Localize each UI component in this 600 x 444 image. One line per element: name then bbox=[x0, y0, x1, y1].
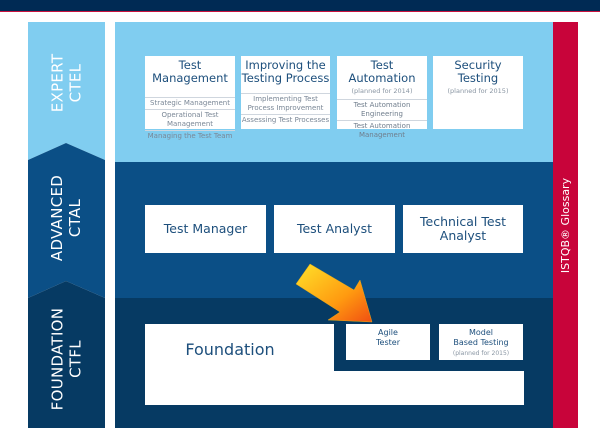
expert-module-security-testing[interactable]: Security Testing (planned for 2015) bbox=[433, 56, 523, 129]
module-title-line1: Model bbox=[468, 328, 494, 337]
expert-module-test-automation[interactable]: Test Automation (planned for 2014) Test … bbox=[337, 56, 427, 139]
foundation-core-title: Foundation bbox=[185, 340, 275, 359]
expert-module-test-management[interactable]: Test Management Strategic Management Ope… bbox=[145, 56, 235, 140]
expert-band bbox=[28, 22, 105, 160]
advanced-module-test-analyst[interactable]: Test Analyst bbox=[274, 205, 395, 253]
module-title: Test Analyst bbox=[296, 221, 372, 236]
module-title: Test Management bbox=[152, 58, 228, 85]
module-sub: Assessing Test Processes bbox=[241, 114, 330, 124]
advanced-module-test-manager[interactable]: Test Manager bbox=[145, 205, 266, 253]
module-title-line2: Based Testing bbox=[453, 338, 509, 347]
module-sub: Test Automation Engineering bbox=[337, 99, 427, 120]
level-expert-code: CTEL bbox=[66, 63, 85, 102]
module-sub: Implementing Test Process Improvement bbox=[241, 93, 330, 114]
module-title: Test Automation bbox=[348, 58, 416, 85]
module-title: Test Manager bbox=[163, 221, 248, 236]
module-title: Security Testing bbox=[454, 58, 502, 85]
module-sub: Managing the Test Team bbox=[145, 130, 235, 142]
level-column bbox=[28, 22, 105, 428]
foundation-core-shape[interactable] bbox=[145, 324, 524, 405]
level-advanced-name: ADVANCED bbox=[48, 174, 67, 261]
highlight-arrow-icon bbox=[295, 263, 373, 323]
advanced-band bbox=[28, 143, 105, 298]
level-advanced-code: CTAL bbox=[66, 198, 85, 237]
module-sub: Operational Test Management bbox=[145, 109, 235, 130]
module-title-line2: Tester bbox=[376, 338, 400, 347]
level-foundation-code: CTFL bbox=[66, 340, 85, 378]
module-title-line1: Agile bbox=[378, 328, 398, 337]
module-planned: (planned for 2015) bbox=[447, 87, 509, 95]
top-bar bbox=[0, 0, 600, 12]
glossary-label: ISTQB® Glossary bbox=[559, 177, 573, 273]
level-expert-name: EXPERT bbox=[48, 53, 67, 112]
module-planned: (planned for 2015) bbox=[452, 350, 510, 357]
module-sub: Strategic Management bbox=[145, 97, 235, 109]
foundation-module-agile-tester[interactable]: Agile Tester bbox=[346, 324, 430, 360]
glossary-bar[interactable]: ISTQB® Glossary bbox=[553, 22, 578, 428]
foundation-module-model-based-testing[interactable]: Model Based Testing (planned for 2015) bbox=[439, 324, 523, 360]
module-title: Improving the Testing Process bbox=[241, 58, 330, 85]
module-title: Technical Test Analyst bbox=[420, 214, 506, 243]
module-planned: (planned for 2014) bbox=[351, 87, 413, 95]
expert-module-improving-testing[interactable]: Improving the Testing Process Implementi… bbox=[241, 56, 330, 129]
advanced-module-technical-test-analyst[interactable]: Technical Test Analyst bbox=[403, 205, 523, 253]
foundation-band bbox=[28, 281, 105, 428]
level-foundation-name: FOUNDATION bbox=[48, 307, 67, 411]
module-sub: Test Automation Management bbox=[337, 120, 427, 141]
